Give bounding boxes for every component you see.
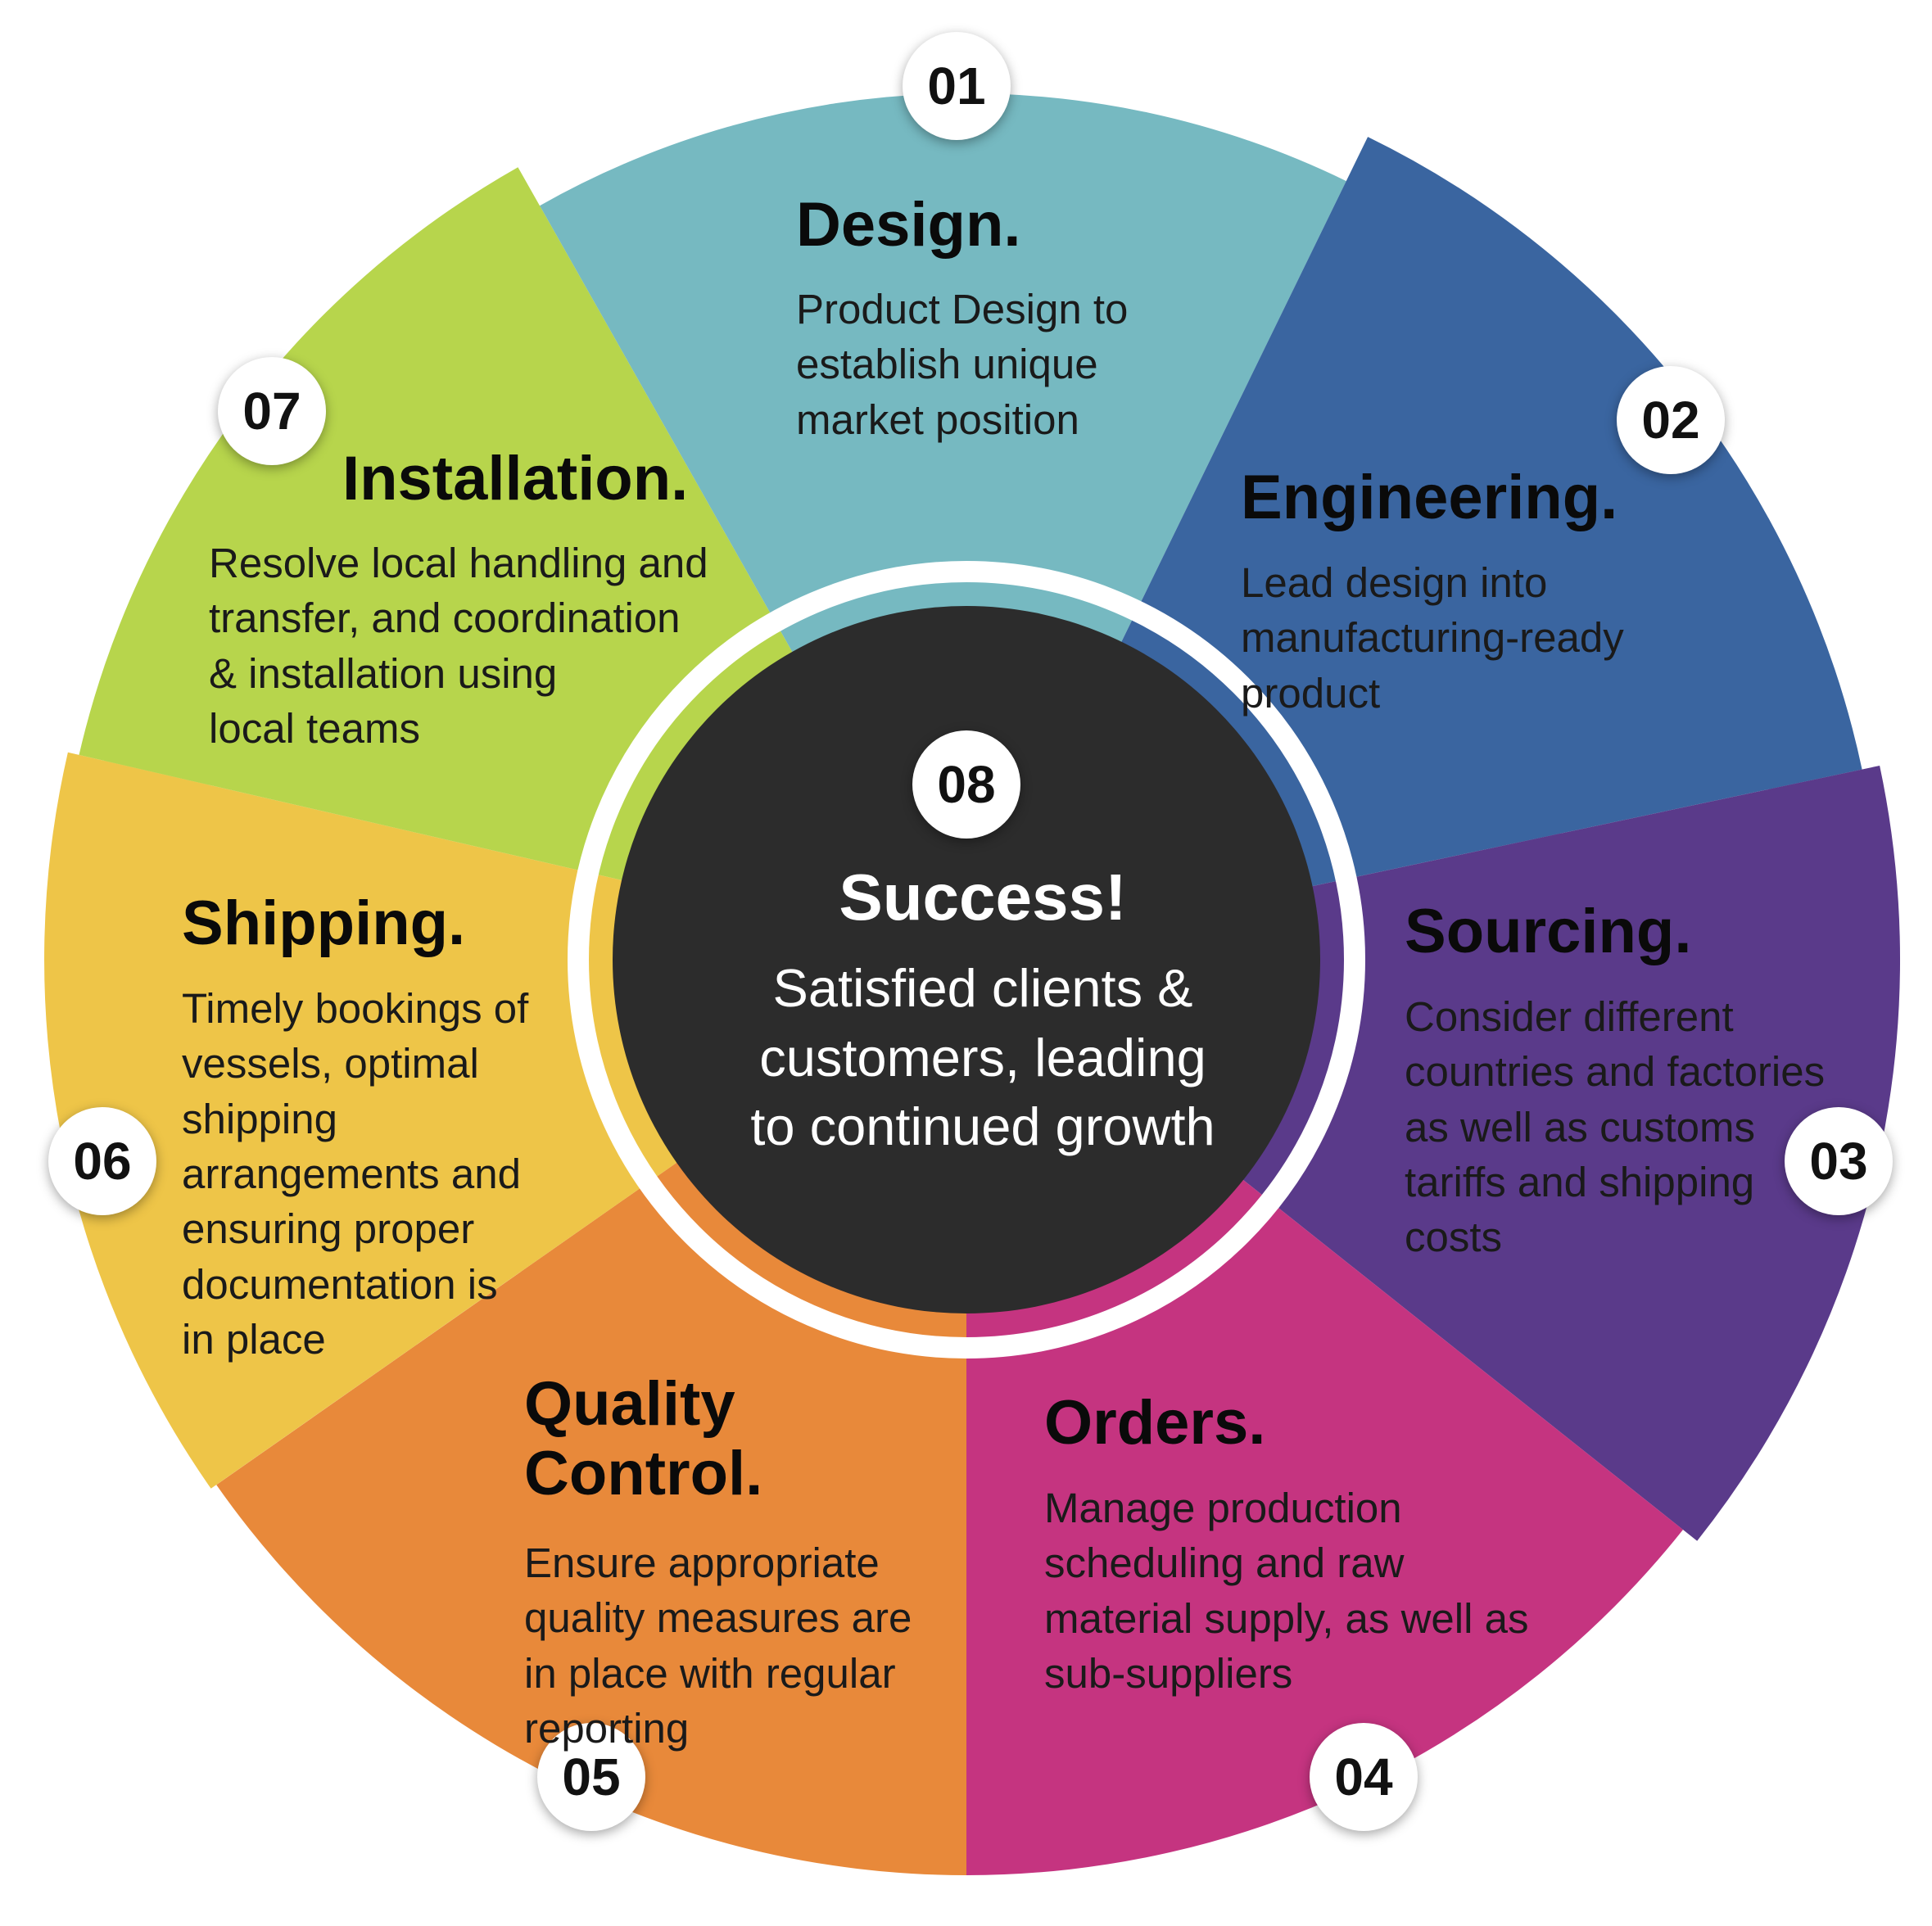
segment-title-installation: Installation. [342,444,689,513]
segment-description-engineering: Lead design into manufacturing-ready pro… [1241,559,1624,717]
step-number-badge-02: 02 [1617,366,1725,474]
segment-description-orders: Manage production scheduling and raw mat… [1044,1485,1529,1697]
segment-title-shipping: Shipping. [182,888,466,958]
step-number-badge-08: 08 [912,730,1020,839]
segment-description-shipping: Timely bookings of vessels, optimal ship… [182,985,529,1363]
center-ring [568,561,1365,1359]
step-number-badge-07: 07 [218,357,326,465]
segment-design [540,93,1346,746]
segment-title-orders: Orders. [1044,1388,1266,1458]
segment-title-quality-control: Quality Control. [524,1369,763,1509]
step-number-badge-06: 06 [48,1107,156,1215]
center-title: Success! [839,861,1127,934]
segment-title-engineering: Engineering. [1241,463,1618,532]
segment-description-installation: Resolve local handling and transfer, and… [209,540,708,752]
segment-description-design: Product Design to establish unique marke… [796,286,1129,443]
step-number-badge-05: 05 [537,1723,645,1831]
step-number-badge-01: 01 [903,32,1011,140]
step-number-badge-04: 04 [1310,1723,1418,1831]
segment-title-sourcing: Sourcing. [1405,897,1692,966]
center-description: Satisfied clients & customers, leading t… [750,958,1215,1156]
segment-description-sourcing: Consider different countries and factori… [1405,993,1826,1261]
step-number-badge-03: 03 [1785,1107,1893,1215]
center-disc [613,606,1320,1313]
segment-description-quality-control: Ensure appropriate quality measures are … [524,1539,912,1752]
segment-title-design: Design. [796,190,1021,260]
